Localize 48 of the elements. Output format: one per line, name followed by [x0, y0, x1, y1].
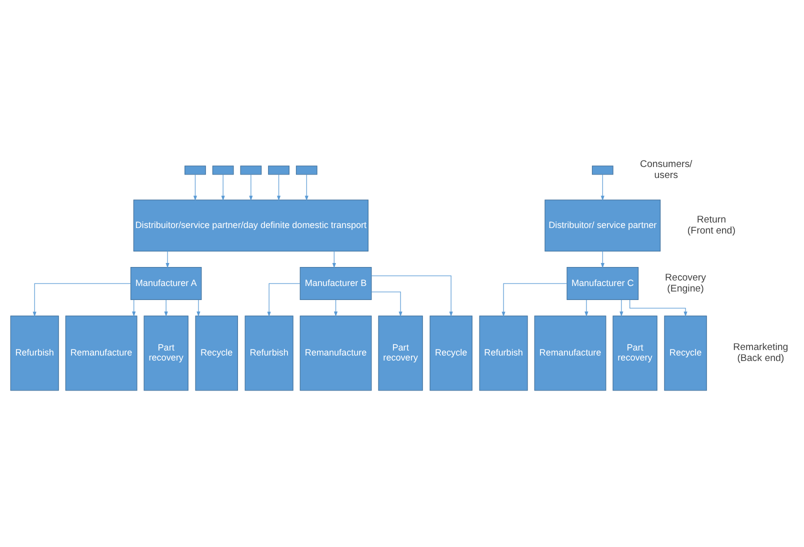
node-box: Recycle [664, 316, 707, 391]
label: Recovery (Engine) [665, 272, 706, 294]
node-box: Refurbish [244, 316, 294, 391]
node-box: Manufacturer C [566, 267, 639, 300]
arrow [304, 174, 308, 201]
node-box: Refurbish [479, 316, 528, 391]
arrow [132, 300, 136, 317]
node-box: Remanufacture [65, 316, 138, 391]
node-box [268, 166, 290, 175]
arrow [600, 250, 604, 268]
node-box [184, 166, 206, 175]
arrow [276, 174, 281, 201]
arrow [193, 174, 198, 201]
node-box: Refurbish [10, 316, 59, 391]
node-box [296, 166, 318, 175]
arrow [196, 300, 200, 317]
arrow [371, 292, 402, 317]
arrow [630, 300, 688, 317]
node-box [592, 166, 614, 175]
node-box: Manufacturer A [130, 267, 202, 300]
node-box: Part recovery [612, 316, 658, 391]
arrow [334, 300, 338, 317]
arrow [164, 300, 168, 317]
arrow [502, 283, 568, 317]
arrow [584, 300, 588, 317]
arrow [371, 275, 453, 317]
node-box: Distribuitor/ service partner [544, 200, 661, 252]
node-box: Recycle [195, 316, 238, 391]
label: Consumers/ users [640, 158, 692, 181]
arrow [620, 300, 624, 317]
arrow [166, 250, 170, 268]
node-box: Distribuitor/service partner/day definite domestic transport [133, 200, 368, 252]
arrow [32, 283, 131, 317]
label: Remarketing (Back end) [733, 342, 788, 364]
node-box: Manufacturer B [300, 267, 372, 300]
arrow [221, 174, 225, 201]
arrow [249, 174, 253, 201]
node-box: Remanufacture [300, 316, 372, 391]
node-box: Recycle [430, 316, 472, 391]
arrow [332, 250, 336, 268]
node-box: Part recovery [144, 316, 188, 391]
node-box: Remanufacture [534, 316, 606, 391]
arrow [600, 174, 604, 201]
label: Return (Front end) [687, 214, 736, 236]
arrow [267, 283, 300, 317]
node-box: Part recovery [378, 316, 423, 391]
node-box [240, 166, 262, 175]
node-box [212, 166, 234, 175]
